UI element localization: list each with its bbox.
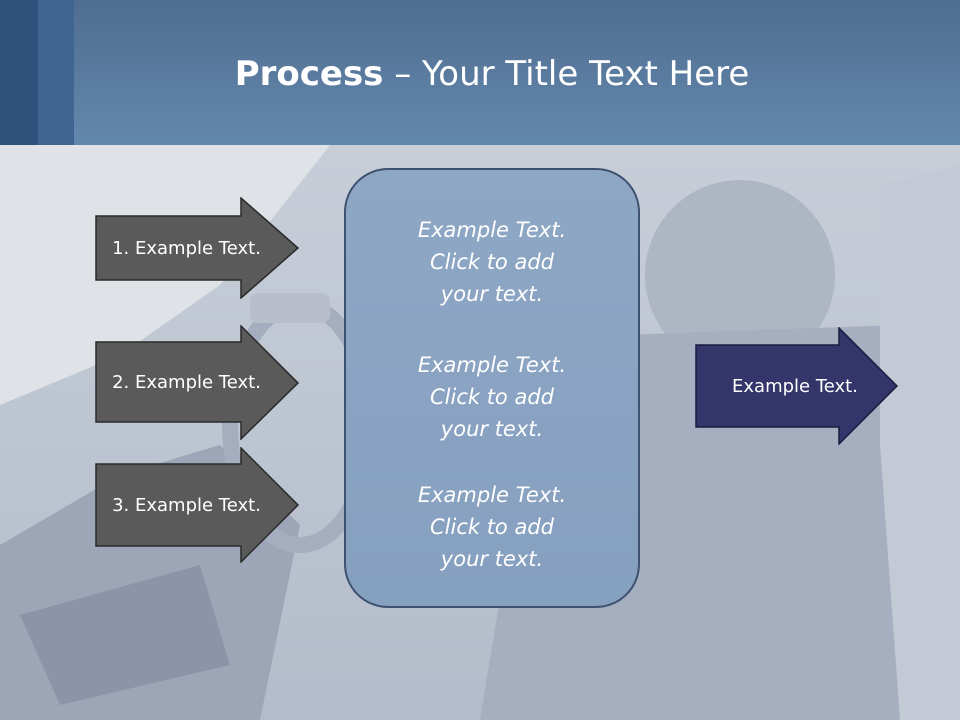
left-arrow-1[interactable]: 1. Example Text. <box>95 197 300 299</box>
text-line: your text. <box>440 282 544 306</box>
left-arrow-3[interactable]: 3. Example Text. <box>95 447 300 563</box>
left-arrow-label: 2. Example Text. <box>112 372 261 393</box>
right-arrow[interactable]: Example Text. <box>695 327 899 445</box>
center-text-block-1: Example Text. Click to add your text. <box>346 214 638 310</box>
left-arrow-label: 3. Example Text. <box>112 494 261 516</box>
slide-title[interactable]: Process – Your Title Text Here <box>0 52 960 96</box>
center-text-box[interactable]: Example Text. Click to add your text. Ex… <box>344 168 640 608</box>
text-line: your text. <box>440 417 544 441</box>
title-bold-text: Process <box>234 54 384 94</box>
title-accent-stripe <box>38 0 74 145</box>
text-line: Click to add <box>429 385 554 409</box>
title-accent-stripe <box>0 0 38 145</box>
center-text-block-2: Example Text. Click to add your text. <box>346 349 638 445</box>
center-text-block-3: Example Text. Click to add your text. <box>346 479 638 575</box>
text-line: Click to add <box>429 250 554 274</box>
left-arrow-label: 1. Example Text. <box>112 237 261 259</box>
text-line: your text. <box>440 547 544 571</box>
text-line: Example Text. <box>417 218 567 242</box>
text-line: Example Text. <box>417 483 567 507</box>
text-line: Click to add <box>429 515 554 539</box>
title-bar: Process – Your Title Text Here <box>0 0 960 145</box>
title-rest-text: – Your Title Text Here <box>383 54 750 94</box>
left-arrow-2[interactable]: 2. Example Text. <box>95 325 300 440</box>
text-line: Example Text. <box>417 353 567 377</box>
right-arrow-label: Example Text. <box>732 375 858 397</box>
